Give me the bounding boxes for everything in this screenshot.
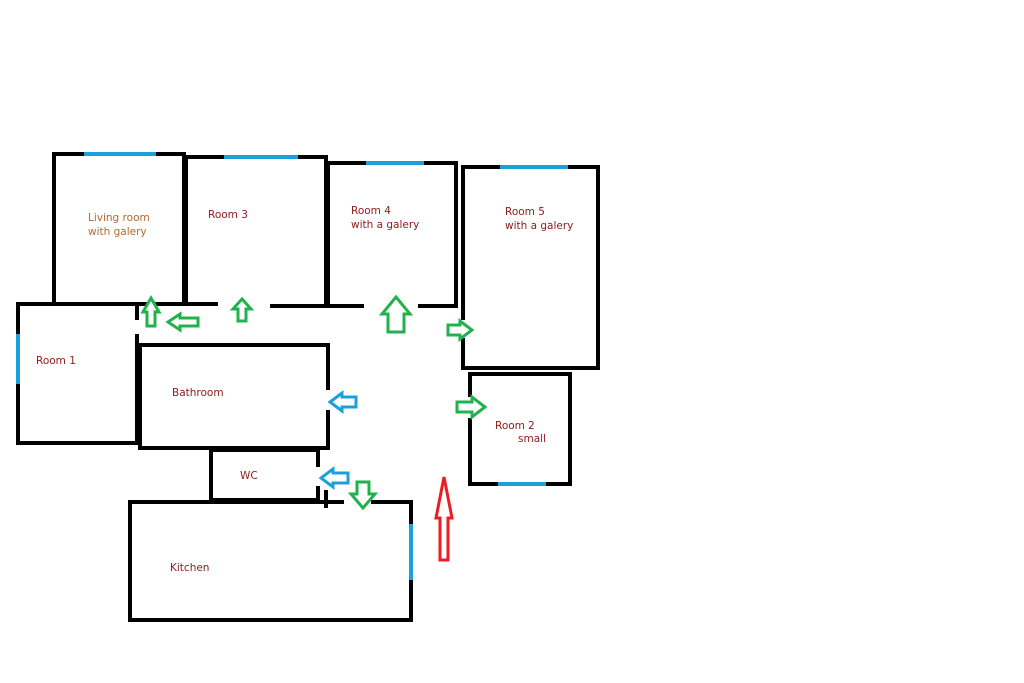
room1-label: Room 1 xyxy=(36,355,76,367)
arrow-up-room3 xyxy=(229,296,255,323)
wc-walls xyxy=(209,448,320,502)
living-room-label-line1: Living room xyxy=(88,212,150,224)
room4-walls xyxy=(326,161,458,308)
arrow-down-kitchen xyxy=(347,480,379,511)
bathroom-label: Bathroom xyxy=(172,387,224,399)
room1-walls xyxy=(16,302,139,445)
room2-label-line1: Room xyxy=(495,420,525,432)
arrow-entrance xyxy=(434,476,454,562)
kitchen-walls xyxy=(128,500,413,622)
wc-label: WC xyxy=(240,470,258,482)
room2-label-line2: small xyxy=(518,433,546,445)
arrows xyxy=(140,294,488,562)
room3-walls xyxy=(184,155,328,308)
arrow-up-living-room xyxy=(140,294,162,328)
arrow-up-room4 xyxy=(378,294,414,334)
kitchen-label: Kitchen xyxy=(170,562,209,574)
arrow-right-room5 xyxy=(446,318,475,342)
room2-label-number: 2 xyxy=(528,420,535,432)
living-room-label-line2: with galery xyxy=(88,226,147,238)
room2-walls xyxy=(468,372,572,486)
room4-label-line2: with a galery xyxy=(351,219,419,231)
room5-label-line1: Room 5 xyxy=(505,206,545,218)
room-labels: Living room with galery Room 3 Room 4 wi… xyxy=(36,205,573,574)
bathroom-walls xyxy=(138,343,330,450)
arrow-left-bathroom xyxy=(327,390,358,414)
arrow-left-wc xyxy=(318,466,350,490)
arrow-right-room2 xyxy=(455,393,488,421)
arrow-left-room1 xyxy=(165,311,200,333)
room5-label-line2: with a galery xyxy=(505,220,573,232)
room4-label-line1: Room 4 xyxy=(351,205,391,217)
windows xyxy=(16,152,568,580)
room3-label: Room 3 xyxy=(208,209,248,221)
room5-walls xyxy=(461,165,600,370)
walls xyxy=(16,152,600,622)
